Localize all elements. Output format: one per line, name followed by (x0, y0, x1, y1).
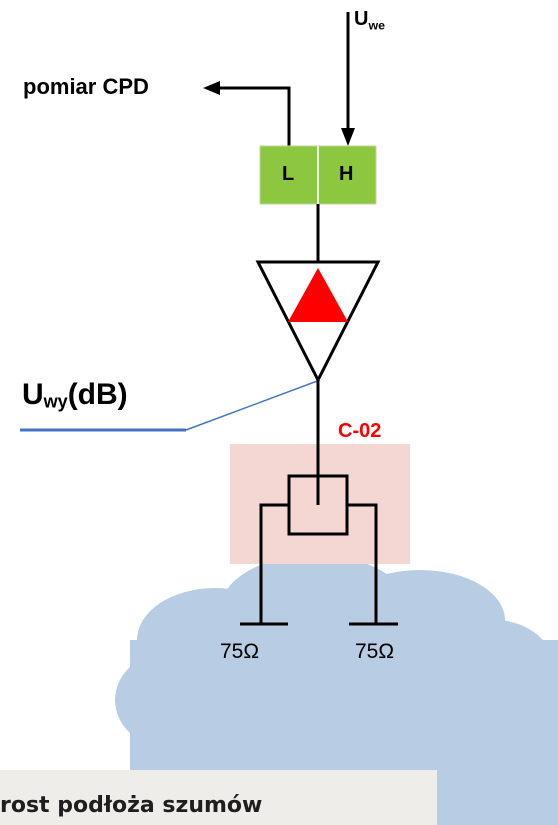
measure-arrow-head (203, 81, 220, 95)
port-block (259, 145, 377, 205)
input-label-sub: we (368, 18, 385, 33)
output-label: Uwy(dB) (22, 378, 128, 412)
caption-text: rost podłoża szumów (0, 793, 263, 818)
output-leader-line (185, 379, 321, 431)
amplifier-arrow-icon (288, 268, 348, 322)
input-label: Uwe (354, 8, 385, 33)
measure-arrow (215, 86, 291, 146)
output-label-sub: wy (43, 391, 68, 412)
splitter-symbol (240, 474, 398, 626)
output-label-suffix: (dB) (67, 378, 128, 411)
port-high-label: H (339, 163, 354, 185)
termination-left-label: 75Ω (220, 640, 260, 663)
input-arrow-head (341, 128, 355, 146)
port-low-label: L (282, 163, 295, 185)
splitter-label: C-02 (338, 420, 382, 442)
termination-right-label: 75Ω (355, 640, 395, 663)
splitter-box (230, 444, 410, 564)
output-label-main: U (22, 378, 44, 411)
caption-box (0, 770, 437, 825)
input-label-main: U (354, 8, 369, 30)
measure-label: pomiar CPD (23, 74, 149, 99)
